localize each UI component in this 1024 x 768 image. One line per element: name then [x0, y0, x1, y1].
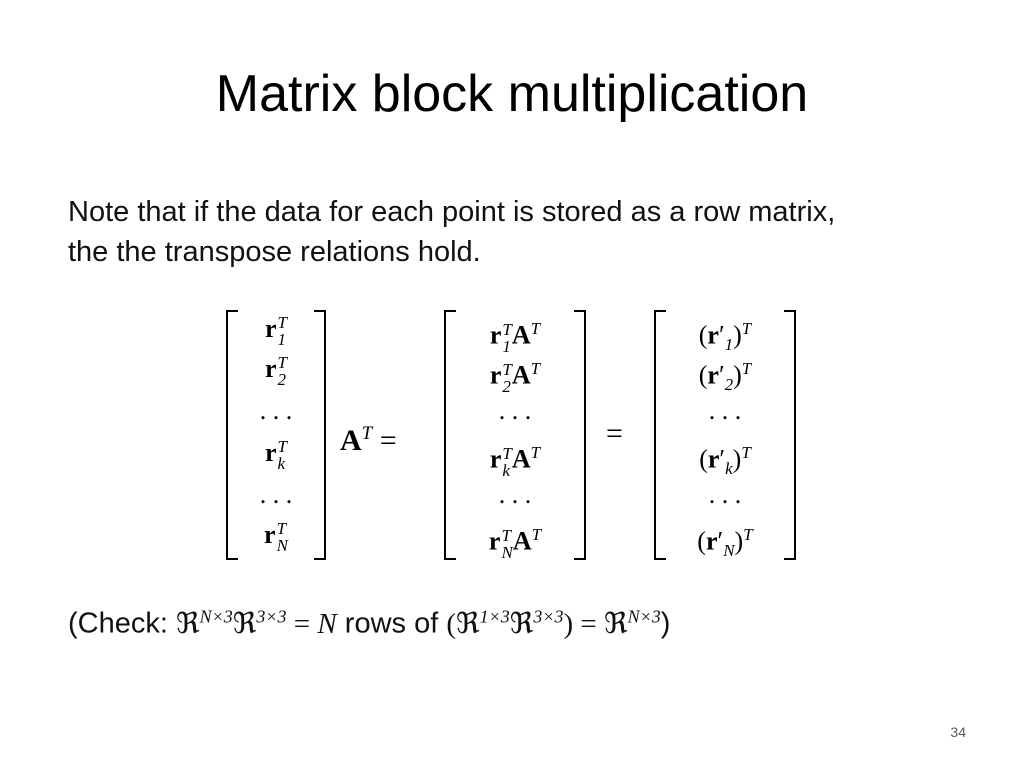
right-matrix-row-2: (r′2)T: [698, 359, 752, 394]
right-bracket: [784, 310, 796, 560]
check-rows-text: rows of: [344, 607, 439, 640]
middle-matrix-row-3: . . .: [498, 396, 532, 425]
right-matrix-row-1: (r′1)T: [698, 319, 752, 354]
left-bracket: [444, 310, 456, 560]
right-matrix-row-6: (r′N)T: [697, 525, 753, 560]
right-matrix-row-5: . . .: [708, 480, 742, 509]
right-matrix-row-3: . . .: [708, 396, 742, 425]
equals-operator: =: [606, 417, 623, 450]
right-bracket: [314, 310, 326, 560]
note-line-2: the the transpose relations hold.: [68, 236, 481, 268]
left-matrix-row-5: . . .: [259, 480, 293, 509]
check-expression-lhs: ℜN×3ℜ3×3 = N: [175, 606, 337, 640]
note-line-1: Note that if the data for each point is …: [68, 196, 836, 228]
slide-title: Matrix block multiplication: [215, 65, 809, 123]
page-number: 34: [950, 724, 966, 740]
check-label: (Check:: [68, 607, 168, 640]
left-bracket: [654, 310, 666, 560]
right-matrix: (r′1)T (r′2)T . . . (r′k)T . . . (r′N)T: [654, 308, 796, 560]
check-expression-rhs: (ℜ1×3ℜ3×3) = ℜN×3: [446, 606, 661, 640]
left-matrix-row-3: . . .: [259, 396, 293, 425]
multiplier-operator: AT =: [340, 423, 397, 457]
check-statement: (Check: ℜN×3ℜ3×3 = N rows of (ℜ1×3ℜ3×3) …: [68, 606, 671, 640]
right-bracket: [574, 310, 586, 560]
middle-matrix-row-5: . . .: [498, 480, 532, 509]
right-matrix-row-4: (r′k)T: [699, 443, 751, 478]
left-bracket: [226, 310, 238, 560]
note-text: Note that if the data for each point is …: [68, 192, 968, 272]
